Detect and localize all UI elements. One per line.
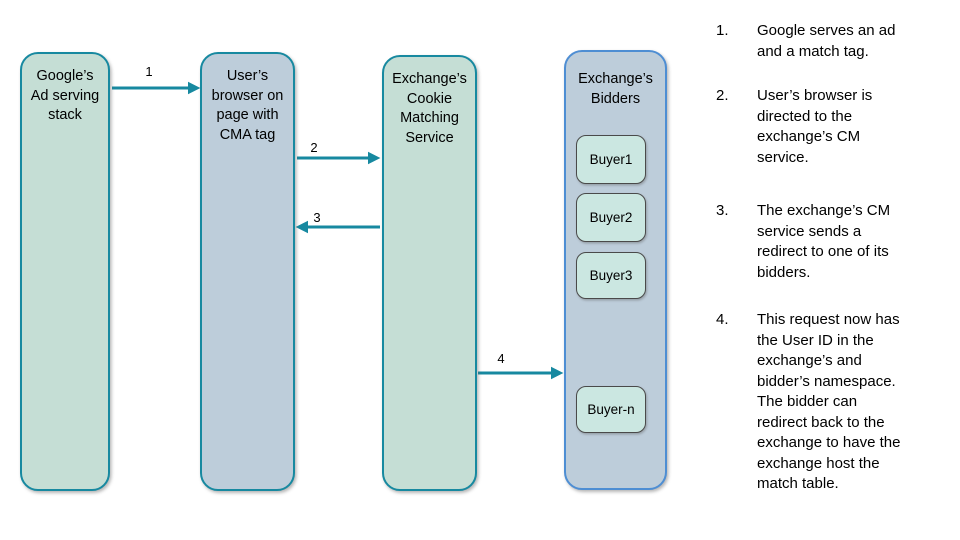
node-label: Exchange’s Bidders xyxy=(578,71,653,107)
node-label: Google’s Ad serving stack xyxy=(30,68,100,123)
node-buyer-n: Buyer-n xyxy=(576,386,646,433)
step-text: Google serves an ad and a match tag. xyxy=(757,22,896,60)
node-buyer3: Buyer3 xyxy=(576,252,646,299)
node-google-ad-serving-stack: Google’s Ad serving stack xyxy=(20,52,110,491)
step-item-1: 1. Google serves an ad and a match tag. xyxy=(716,21,948,62)
step-item-4: 4. This request now has the User ID in t… xyxy=(716,310,948,495)
node-exchange-bidders: Exchange’s Bidders Buyer1 Buyer2 Buyer3 … xyxy=(564,50,667,490)
node-label: User’s browser on page with CMA tag xyxy=(211,68,284,143)
step-number: 2. xyxy=(716,87,729,104)
step-text: This request now has the User ID in the … xyxy=(757,311,901,492)
arrow-4-label: 4 xyxy=(497,351,505,366)
buyer-label: Buyer2 xyxy=(589,210,633,225)
buyer-label: Buyer1 xyxy=(589,152,633,167)
node-label: Exchange’s Cookie Matching Service xyxy=(392,71,467,146)
step-item-3: 3. The exchange’s CM service sends a red… xyxy=(716,201,948,283)
buyer-label: Buyer-n xyxy=(587,402,635,417)
node-buyer2: Buyer2 xyxy=(576,193,646,242)
arrow-3-label: 3 xyxy=(313,210,321,225)
step-number: 1. xyxy=(716,22,729,39)
node-exchange-cm-service: Exchange’s Cookie Matching Service xyxy=(382,55,477,491)
step-text: User’s browser is directed to the exchan… xyxy=(757,87,873,166)
arrow-1-label: 1 xyxy=(145,64,153,79)
node-buyer1: Buyer1 xyxy=(576,135,646,184)
step-item-2: 2. User’s browser is directed to the exc… xyxy=(716,86,948,168)
arrow-2-label: 2 xyxy=(310,140,318,155)
step-number: 4. xyxy=(716,311,729,328)
step-text: The exchange’s CM service sends a redire… xyxy=(757,202,891,281)
step-number: 3. xyxy=(716,202,729,219)
node-user-browser: User’s browser on page with CMA tag xyxy=(200,52,295,491)
buyer-label: Buyer3 xyxy=(589,268,633,283)
